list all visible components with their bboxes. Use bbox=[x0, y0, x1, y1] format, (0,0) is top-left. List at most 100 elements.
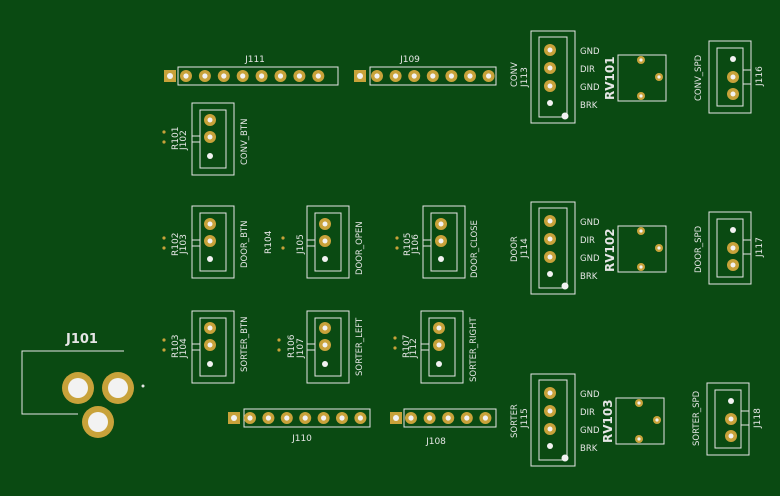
ref-j112: J112 bbox=[409, 338, 419, 359]
resistor-r107: R107 bbox=[393, 335, 412, 358]
header-pin-hole bbox=[339, 415, 345, 421]
header-pin-hole bbox=[202, 73, 208, 79]
header-pin-hole bbox=[221, 73, 227, 79]
label-door-close: DOOR_CLOSE bbox=[470, 220, 480, 278]
header-j111: J111 bbox=[164, 55, 339, 86]
header-pin-hole bbox=[486, 73, 492, 79]
pin-gnd: GND bbox=[580, 47, 600, 57]
ref-j116: J116 bbox=[755, 66, 765, 87]
connector-j105: DOOR_OPEN J105 bbox=[296, 205, 365, 279]
header-pin-hole bbox=[482, 415, 488, 421]
pin-gnd: GND bbox=[580, 218, 600, 228]
label-conv-btn: CONV_BTN bbox=[240, 119, 250, 165]
label-door: DOOR bbox=[510, 236, 520, 262]
ref-j101: J101 bbox=[65, 332, 98, 347]
pin-dir: DIR bbox=[580, 408, 595, 418]
header-pin-hole bbox=[284, 415, 290, 421]
header-pin-hole bbox=[374, 73, 380, 79]
ref-r101: R101 bbox=[171, 127, 181, 150]
resistor-r103: R103 bbox=[162, 335, 181, 358]
ref-j117: J117 bbox=[755, 237, 765, 258]
label-door-spd: DOOR_SPD bbox=[694, 225, 704, 273]
potentiometer-rv101: RV101 bbox=[603, 54, 667, 102]
pin-dir: DIR bbox=[580, 236, 595, 246]
label-sorter-right: SORTER_RIGHT bbox=[469, 317, 479, 382]
resistor-r106: R106 bbox=[277, 334, 297, 358]
ref-rv101: RV101 bbox=[603, 56, 617, 100]
header-pin-hole bbox=[393, 73, 399, 79]
ref-j113: J113 bbox=[520, 67, 530, 88]
ref-rv102: RV102 bbox=[603, 228, 617, 272]
header-pin-hole bbox=[240, 73, 246, 79]
label-sorter-spd: SORTER_SPD bbox=[692, 390, 702, 446]
ref-r103: R103 bbox=[171, 335, 181, 358]
power-jack-j101: J101 bbox=[21, 332, 145, 438]
connector-j102: CONV_BTN J102 bbox=[179, 102, 250, 176]
ref-j107: J107 bbox=[296, 338, 306, 359]
header-pin-hole bbox=[321, 415, 327, 421]
header-pin-hole bbox=[357, 415, 363, 421]
header-pin-hole bbox=[277, 73, 284, 79]
connector-j103: DOOR_BTN J103 bbox=[179, 205, 250, 279]
label-sorter: SORTER bbox=[510, 404, 520, 438]
header-pin-hole bbox=[315, 73, 321, 79]
pin-brk: BRK bbox=[580, 272, 598, 282]
header-pin-hole bbox=[408, 415, 414, 421]
connector-j104: SORTER_BTN J104 bbox=[179, 310, 250, 384]
ref-j106: J106 bbox=[411, 234, 421, 255]
pin-gnd: GND bbox=[580, 83, 600, 93]
ref-j102: J102 bbox=[179, 130, 189, 151]
connector-j107: SORTER_LEFT J107 bbox=[296, 310, 365, 384]
header-pin-hole bbox=[445, 415, 451, 421]
connector-j106: DOOR_CLOSE J106 bbox=[411, 205, 480, 279]
ref-rv103: RV103 bbox=[601, 399, 615, 443]
header-pin-hole bbox=[259, 73, 265, 79]
resistor-r102: R102 bbox=[162, 233, 181, 256]
pin-gnd: GND bbox=[580, 390, 600, 400]
header-pin-hole bbox=[448, 73, 454, 79]
ref-j109: J109 bbox=[399, 55, 420, 65]
ref-r102: R102 bbox=[171, 233, 181, 256]
header-pin-hole bbox=[430, 73, 436, 79]
ref-j118: J118 bbox=[753, 408, 763, 429]
ref-r105: R105 bbox=[403, 233, 413, 256]
ref-r107: R107 bbox=[402, 335, 412, 358]
connector-j113: CONV J113 GND DIR GND BRK bbox=[510, 30, 600, 124]
label-conv-spd: CONV_SPD bbox=[694, 54, 704, 101]
connector-j116: CONV_SPD J116 bbox=[694, 40, 765, 114]
header-j109: J109 bbox=[354, 55, 497, 86]
ref-r106: R106 bbox=[287, 334, 297, 358]
header-pin-hole bbox=[411, 73, 417, 79]
resistor-r105: R105 bbox=[395, 233, 413, 256]
header-pin-hole bbox=[183, 73, 189, 79]
header-pin-hole bbox=[427, 415, 433, 421]
connector-j112: SORTER_RIGHT J112 bbox=[409, 310, 479, 384]
pin-brk: BRK bbox=[580, 101, 598, 111]
header-pin-hole bbox=[296, 73, 302, 79]
ref-j104: J104 bbox=[179, 338, 189, 359]
connector-j115: SORTER J115 GND DIR GND BRK bbox=[510, 373, 600, 467]
potentiometer-rv103: RV103 bbox=[601, 397, 665, 445]
label-sorter-left: SORTER_LEFT bbox=[355, 317, 365, 376]
ref-j114: J114 bbox=[520, 238, 530, 259]
label-door-open: DOOR_OPEN bbox=[355, 221, 365, 275]
connector-j118: SORTER_SPD J118 bbox=[692, 382, 763, 456]
pin-gnd: GND bbox=[580, 254, 600, 264]
header-j110: J110 bbox=[228, 408, 371, 444]
pin-gnd: GND bbox=[580, 426, 600, 436]
header-pin-hole bbox=[247, 415, 253, 421]
label-conv: CONV bbox=[510, 62, 520, 87]
ref-j110: J110 bbox=[291, 434, 312, 444]
resistor-r104: R104 bbox=[264, 230, 285, 254]
ref-j111: J111 bbox=[244, 55, 265, 65]
ref-j105: J105 bbox=[296, 234, 306, 255]
connector-j117: DOOR_SPD J117 bbox=[694, 211, 765, 285]
pin-dir: DIR bbox=[580, 65, 595, 75]
header-pin-hole bbox=[302, 415, 308, 421]
ref-r104: R104 bbox=[264, 230, 274, 254]
pin-brk: BRK bbox=[580, 444, 598, 454]
ref-j115: J115 bbox=[520, 408, 530, 429]
ref-j103: J103 bbox=[179, 234, 189, 255]
label-door-btn: DOOR_BTN bbox=[240, 221, 250, 268]
